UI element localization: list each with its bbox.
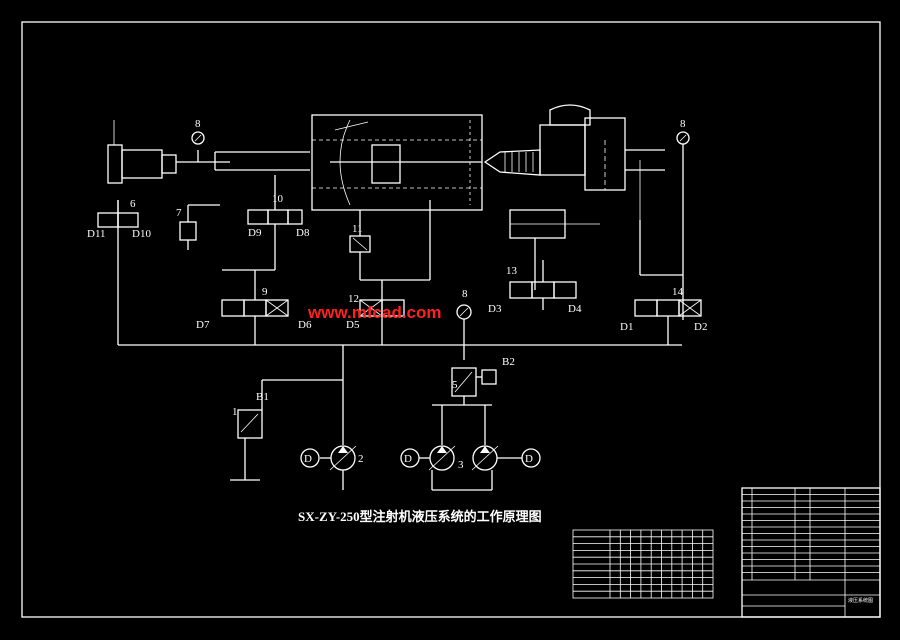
- label-d5: D5: [346, 319, 360, 331]
- relief-valve-1: 1 B1: [230, 379, 343, 481]
- label-d3: D3: [488, 303, 502, 315]
- label-d10: D10: [132, 228, 151, 240]
- label-6: 6: [130, 198, 136, 210]
- label-8-right: 8: [680, 118, 686, 130]
- action-sequence-table: [572, 529, 714, 599]
- pressure-gauge-right: 8: [676, 118, 690, 320]
- diagram-title: SX-ZY-250型注射机液压系统的工作原理图: [298, 509, 542, 524]
- label-7: 7: [176, 207, 182, 219]
- mold-platen: [311, 114, 483, 211]
- label-5: 5: [452, 379, 458, 391]
- motor-2-label: D: [404, 453, 412, 465]
- motor-1-label: D: [304, 453, 312, 465]
- label-1: 1: [232, 406, 238, 418]
- label-12: 12: [348, 293, 359, 305]
- label-10: 10: [272, 193, 284, 205]
- label-d8: D8: [296, 227, 310, 239]
- valve-9: 9 D7 D6: [196, 269, 312, 345]
- relief-valve-5: 5 B2: [451, 356, 515, 405]
- watermark-text: www.mfcad.com: [307, 303, 442, 322]
- pump-2: D 2: [300, 445, 364, 490]
- pressure-gauge-left: 8: [191, 118, 205, 162]
- label-d7: D7: [196, 319, 210, 331]
- label-d1: D1: [620, 321, 633, 333]
- motor-3-label: D: [525, 453, 533, 465]
- clamp-cylinder: [107, 120, 230, 184]
- valve-11: 11: [349, 210, 371, 280]
- label-d4: D4: [568, 303, 582, 315]
- label-d11: D11: [87, 228, 106, 240]
- label-3: 3: [458, 459, 464, 471]
- title-block-name: 液压系统图: [848, 597, 873, 604]
- label-b1: B1: [256, 391, 269, 403]
- label-b2: B2: [502, 356, 515, 368]
- label-8-center: 8: [462, 288, 468, 300]
- pump-3: D D 3: [400, 445, 541, 491]
- title-block: 液压系统图: [741, 487, 881, 618]
- nozzle-cylinder: [509, 209, 600, 290]
- valve-6: 6 D11 D10: [87, 198, 151, 345]
- label-14: 14: [672, 286, 684, 298]
- label-d9: D9: [248, 227, 262, 239]
- label-11: 11: [352, 223, 363, 235]
- valve-10: 10 D9 D8: [247, 175, 310, 270]
- label-9: 9: [262, 286, 268, 298]
- valve-14: 14 D1 D2: [620, 220, 707, 345]
- relief-valve-7: 7: [176, 204, 220, 250]
- label-d6: D6: [298, 319, 312, 331]
- injection-unit: [483, 104, 665, 220]
- drawing-border: [21, 21, 881, 618]
- label-13: 13: [506, 265, 518, 277]
- valve-13: 13 D3 D4: [488, 260, 582, 315]
- label-d2: D2: [694, 321, 707, 333]
- pressure-gauge-center: 8: [456, 288, 472, 360]
- valve-12: 12 D5: [346, 200, 431, 345]
- label-2: 2: [358, 453, 364, 465]
- label-8-left: 8: [195, 118, 201, 130]
